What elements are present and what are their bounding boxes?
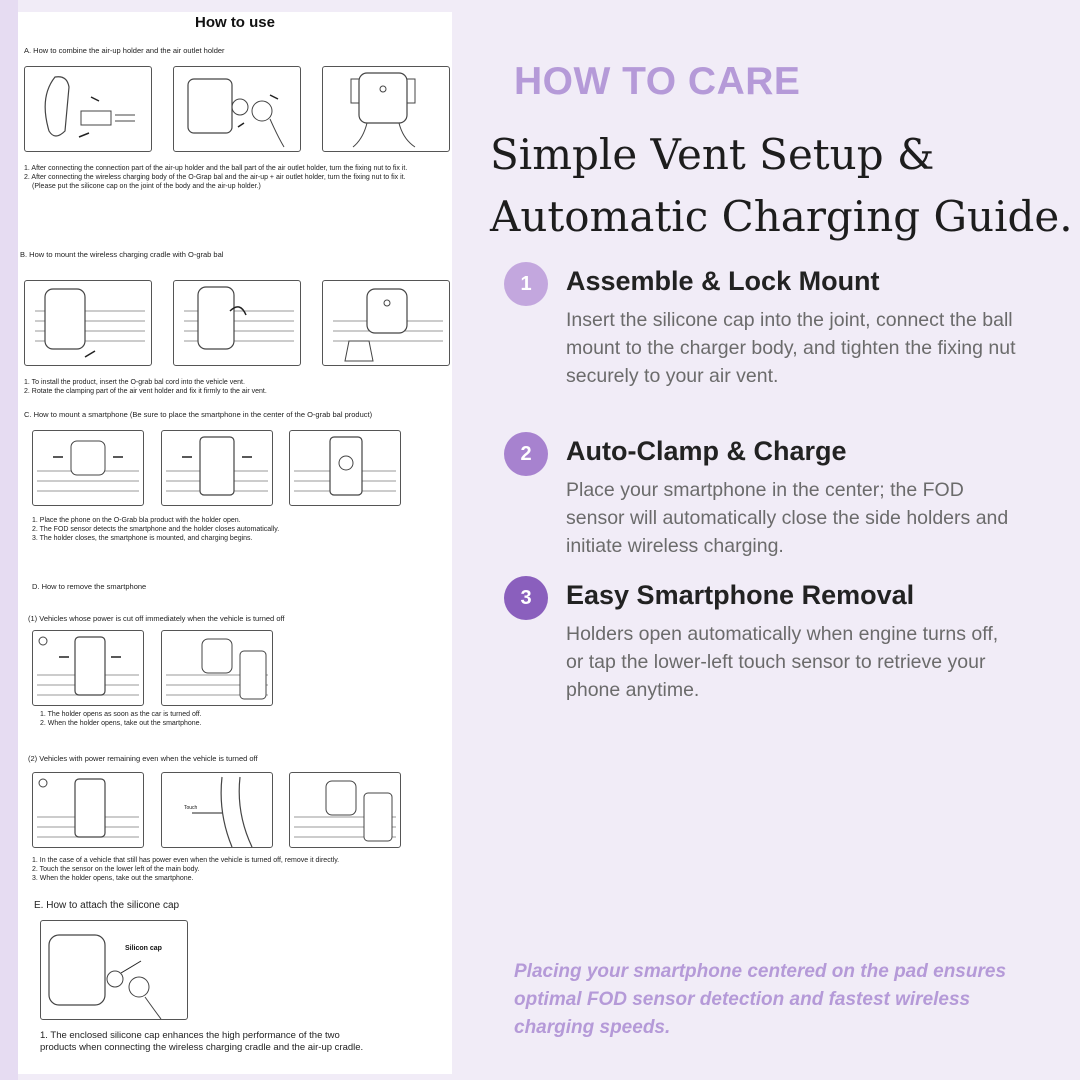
care-kicker: HOW TO CARE — [514, 60, 801, 103]
figure-a2-fixing-nut — [173, 66, 301, 152]
figure-c3-charging — [289, 430, 401, 506]
step-1-title: Assemble & Lock Mount — [566, 266, 880, 296]
section-c-note-1: 1. Place the phone on the O-Grab bla pro… — [32, 517, 241, 524]
figure-e-silicone-cap: Silicon cap — [40, 920, 188, 1020]
section-a-notes: 1. After connecting the connection part … — [24, 164, 407, 191]
section-d1-note-1: 1. The holder opens as soon as the car i… — [40, 711, 202, 718]
figure-c1-place-phone — [32, 430, 144, 506]
section-a-heading: A. How to combine the air-up holder and … — [24, 46, 225, 55]
step-3-number-badge: 3 — [504, 576, 548, 620]
care-guide-panel: HOW TO CARE Simple Vent Setup & Automati… — [468, 0, 1080, 1080]
figure-b3-mounted-cradle — [322, 280, 450, 366]
section-b-notes: 1. To install the product, insert the O-… — [24, 378, 267, 396]
section-e-notes: 1. The enclosed silicone cap enhances th… — [40, 1030, 363, 1054]
section-d1-note-2: 2. When the holder opens, take out the s… — [40, 720, 202, 727]
figure-a3-assembled-holder — [322, 66, 450, 152]
section-c-notes: 1. Place the phone on the O-Grab bla pro… — [32, 516, 279, 543]
figure-a1-holder-connection — [24, 66, 152, 152]
step-3: 3 Easy Smartphone Removal Holders open a… — [504, 576, 1064, 716]
section-e-note-2: products when connecting the wireless ch… — [40, 1042, 364, 1053]
section-d-heading: D. How to remove the smartphone — [32, 582, 147, 591]
section-b-note-1: 1. To install the product, insert the O-… — [24, 379, 245, 386]
section-c-note-2: 2. The FOD sensor detects the smartphone… — [32, 526, 280, 533]
section-c-note-3: 3. The holder closes, the smartphone is … — [32, 535, 253, 542]
figure-b1-insert-cord — [24, 280, 152, 366]
section-c-heading: C. How to mount a smartphone (Be sure to… — [24, 410, 373, 419]
touch-label: Touch — [184, 805, 198, 811]
section-a-note-3: (Please put the silicone cap on the join… — [32, 183, 261, 190]
step-2-number-badge: 2 — [504, 432, 548, 476]
section-a-note-1: 1. After connecting the connection part … — [24, 165, 408, 172]
section-d2-notes: 1. In the case of a vehicle that still h… — [32, 856, 339, 883]
figure-c2-fod-detect — [161, 430, 273, 506]
figure-d2-power-remaining — [32, 772, 144, 848]
section-b-note-2: 2. Rotate the clamping part of the air v… — [24, 388, 267, 395]
step-1: 1 Assemble & Lock Mount Insert the silic… — [504, 262, 1064, 422]
step-2: 2 Auto-Clamp & Charge Place your smartph… — [504, 432, 1064, 572]
step-1-description: Insert the silicone cap into the joint, … — [566, 309, 1016, 387]
figure-b2-rotate-clamp — [173, 280, 301, 366]
left-accent-stripe — [0, 0, 18, 1080]
section-d1-heading: (1) Vehicles whose power is cut off imme… — [28, 614, 285, 623]
figure-d1-take-out-phone — [161, 630, 273, 706]
care-footer-note: Placing your smartphone centered on the … — [514, 961, 1007, 1038]
headline-line-2: Automatic Charging Guide. — [490, 192, 1073, 241]
section-d2-note-1: 1. In the case of a vehicle that still h… — [32, 857, 340, 864]
figure-d1-holder-opens — [32, 630, 144, 706]
step-2-title: Auto-Clamp & Charge — [566, 436, 847, 466]
section-d2-note-2: 2. Touch the sensor on the lower left of… — [32, 866, 200, 873]
manual-title: How to use — [194, 14, 275, 31]
figure-d2-take-out-phone — [289, 772, 401, 848]
section-a-note-2: 2. After connecting the wireless chargin… — [24, 174, 406, 181]
section-e-heading: E. How to attach the silicone cap — [34, 900, 180, 911]
instruction-manual-panel: How to use A. How to combine the air-up … — [18, 12, 452, 1074]
headline-line-1: Simple Vent Setup & — [490, 130, 935, 179]
section-d2-note-3: 3. When the holder opens, take out the s… — [32, 875, 194, 882]
section-d1-notes: 1. The holder opens as soon as the car i… — [40, 710, 202, 728]
step-1-number-badge: 1 — [504, 262, 548, 306]
silicon-cap-label: Silicon cap — [125, 945, 162, 952]
step-3-description: Holders open automatically when engine t… — [566, 623, 999, 701]
care-headline: Simple Vent Setup & Automatic Charging G… — [490, 124, 1075, 248]
section-b-heading: B. How to mount the wireless charging cr… — [20, 250, 224, 259]
step-2-description: Place your smartphone in the center; the… — [566, 479, 1009, 557]
step-3-title: Easy Smartphone Removal — [566, 580, 915, 610]
section-d2-heading: (2) Vehicles with power remaining even w… — [28, 754, 258, 763]
figure-d2-touch-sensor: Touch — [161, 772, 273, 848]
section-e-note-1: 1. The enclosed silicone cap enhances th… — [40, 1030, 340, 1041]
